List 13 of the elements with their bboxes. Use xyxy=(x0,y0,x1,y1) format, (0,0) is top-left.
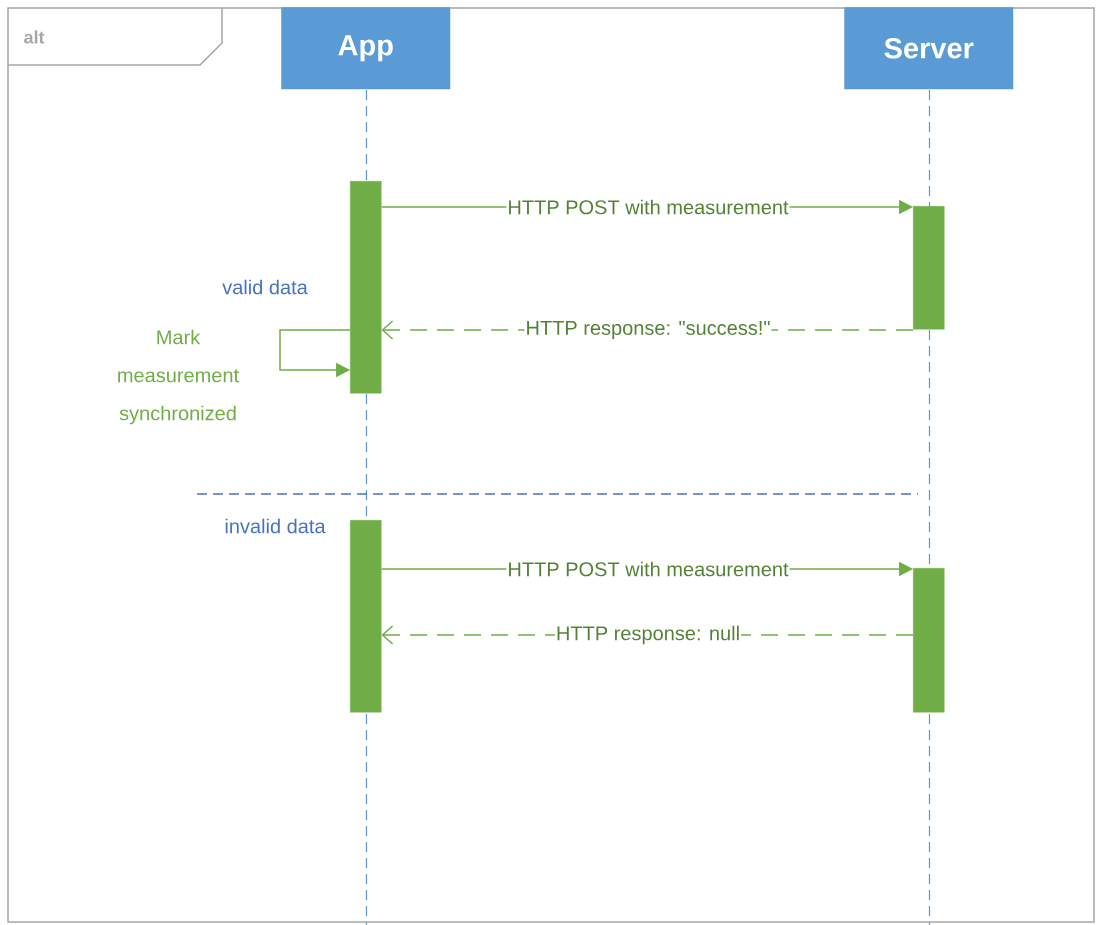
message-label: Mark measurement synchronized xyxy=(118,329,239,425)
message-label: HTTP response: null xyxy=(554,624,742,646)
lifeline-header: Server xyxy=(844,7,1014,90)
activation-bar xyxy=(350,520,382,713)
activation-bar xyxy=(913,568,945,713)
message-label: HTTP POST with measurement xyxy=(506,560,790,578)
message-label: HTTP POST with measurement xyxy=(506,198,790,216)
guard-label: valid data xyxy=(222,279,308,295)
guard-label: invalid data xyxy=(225,518,326,534)
message-label: HTTP response: "success!" xyxy=(524,320,772,340)
lifeline-header: App xyxy=(281,7,451,90)
activation-bar xyxy=(913,206,945,330)
activation-bar xyxy=(350,181,382,394)
